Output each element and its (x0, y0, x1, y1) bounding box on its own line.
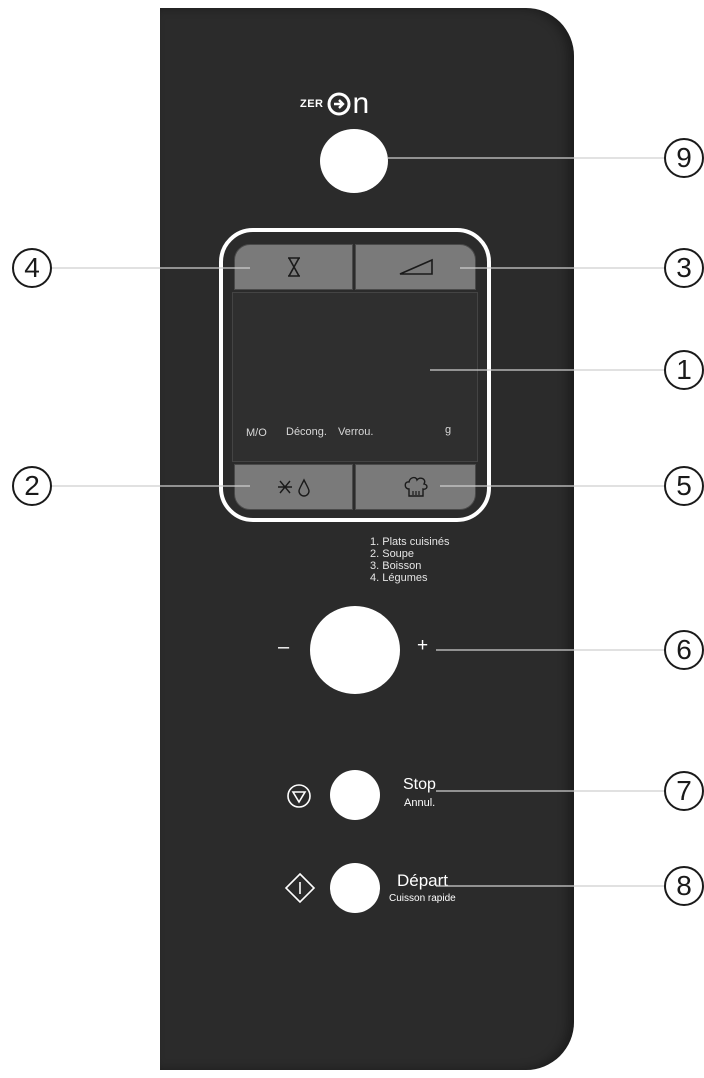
power-key[interactable] (355, 244, 476, 290)
selection-dial[interactable] (310, 606, 400, 694)
callout-6: 6 (664, 630, 704, 670)
onoff-indicator: M/O (246, 427, 267, 439)
brand-prefix: ZER (300, 98, 324, 110)
zeron-button[interactable] (320, 129, 388, 193)
mode-item: 1. Plats cuisinés (370, 536, 450, 548)
gram-indicator: g (445, 424, 452, 436)
hourglass-icon (287, 257, 300, 277)
callout-1: 1 (664, 350, 704, 390)
stop-triangle-icon (287, 784, 311, 808)
display-frame (219, 228, 491, 522)
brand-logo: ZER n (300, 88, 430, 120)
zeron-plug-icon (327, 92, 350, 116)
callout-3: 3 (664, 248, 704, 288)
stop-label: Stop (403, 776, 436, 793)
start-button[interactable] (330, 863, 380, 913)
auto-cook-menu: 1. Plats cuisinés 2. Soupe 3. Boisson 4.… (370, 536, 449, 584)
callout-4: 4 (12, 248, 52, 288)
mode-item: 3. Boisson (370, 560, 422, 572)
dial-minus-label: – (278, 636, 290, 658)
defrost-icon (277, 478, 310, 497)
dial-plus-label: + (417, 635, 429, 656)
stop-sublabel: Annul. (404, 797, 436, 809)
start-sublabel: Cuisson rapide (389, 893, 456, 904)
start-diamond-icon (284, 872, 316, 904)
defrost-indicator: Décong. (286, 426, 327, 438)
chef-hat-icon (404, 476, 428, 497)
auto-cook-key[interactable] (355, 464, 476, 510)
mode-item: 4. Légumes (370, 572, 428, 584)
defrost-key[interactable] (234, 464, 353, 510)
callout-9: 9 (664, 138, 704, 178)
start-label: Départ (397, 871, 449, 890)
callout-5: 5 (664, 466, 704, 506)
callout-8: 8 (664, 866, 704, 906)
stop-button[interactable] (330, 770, 380, 820)
mode-item: 2. Soupe (370, 548, 415, 560)
brand-suffix: n (352, 87, 370, 120)
power-ramp-icon (399, 258, 433, 275)
timer-key[interactable] (234, 244, 353, 290)
callout-2: 2 (12, 466, 52, 506)
display-screen (232, 292, 478, 462)
callout-7: 7 (664, 771, 704, 811)
lock-indicator: Verrou. (338, 426, 374, 438)
